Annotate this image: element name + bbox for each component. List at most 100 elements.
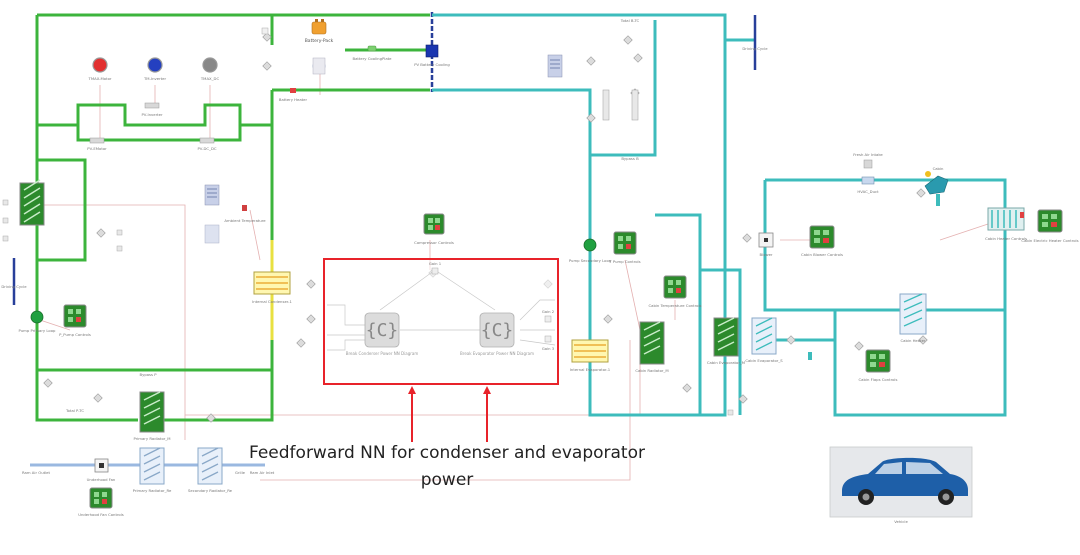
evaporator-nn-label: Break Evaporator Power NN Diagram: [460, 351, 534, 356]
driving-cycle-bars: [12, 15, 757, 305]
pump-secondary-loop-label: Pump Secondary Loop: [569, 258, 612, 263]
cabin-flaps-controls[interactable]: Cabin Flaps Controls: [859, 349, 898, 382]
battery-pack-label: Battery-Pack: [305, 38, 334, 44]
pv-dcdc[interactable]: PV-DC_DC: [197, 137, 217, 151]
tm-inverter[interactable]: TM-Inverter: [143, 57, 166, 81]
total-b-tc: Total B-TC: [620, 18, 640, 23]
underhood-fan-controls[interactable]: Underhood Fan Controls: [78, 487, 124, 517]
cabin-blower-controls[interactable]: Cabin Blower Controls: [801, 225, 843, 257]
underhood-fan-label: Underhood Fan: [87, 477, 116, 482]
cabin-blower-controls-label: Cabin Blower Controls: [801, 252, 843, 257]
blower-label: Blower: [760, 252, 773, 257]
battery-heater-label: Battery Heater: [279, 97, 308, 102]
condenser-nn-symbol: {C}: [366, 320, 399, 341]
primary-radiator-re[interactable]: Primary Radiator_Re: [133, 447, 172, 493]
primary-radiator-m[interactable]: Primary Radiator_M: [133, 391, 171, 441]
nn-port-3: Gain 3: [542, 346, 555, 351]
annotation-arrows: [408, 386, 491, 442]
pv-battery-cooling[interactable]: PV Battery Cooling: [414, 44, 450, 67]
small-squares: [2, 199, 812, 416]
compressor-controls-label: Compressor Controls: [414, 240, 454, 245]
pump-primary-loop[interactable]: Pump Primary Loop: [19, 310, 57, 333]
grille-label: Grille: [235, 470, 246, 475]
battery-cooling-plate[interactable]: Battery CoolingPlate: [353, 45, 393, 61]
bypass-p-label: Bypass P: [139, 372, 157, 377]
nn-highlight-box: [323, 258, 559, 385]
underhood-fan[interactable]: Underhood Fan: [87, 458, 116, 482]
pump-primary-loop-label: Pump Primary Loop: [19, 328, 57, 333]
internal-evaporator[interactable]: Internal Evaporator-1: [570, 339, 611, 372]
flap-bars: [602, 89, 639, 121]
pv-motor-label: PV-EMotor: [87, 146, 107, 151]
battery-cooling-plate-label: Battery CoolingPlate: [353, 56, 393, 61]
nn-port-1: Gain 1: [429, 261, 442, 266]
blower[interactable]: Blower: [758, 232, 774, 257]
evaporator-nn-symbol: {C}: [481, 320, 514, 341]
pump-secondary-loop[interactable]: Pump Secondary Loop: [569, 238, 612, 263]
tm-inverter-label: TM-Inverter: [143, 76, 166, 81]
compressor-controls[interactable]: Compressor Controls: [414, 213, 454, 245]
car-icon: [842, 457, 968, 505]
cabin-heater-right-label: Cabin Heater: [901, 338, 926, 343]
secondary-radiator-re-label: Secondary Radiator_Re: [188, 488, 233, 493]
cabin-label: Cabin: [933, 166, 944, 171]
driving-cycle-label-2: Driving Cycle: [1, 284, 27, 289]
cabin-temperature-controls[interactable]: Cabin Temperature Controls: [648, 275, 702, 308]
tm-dcdc[interactable]: TMAX_DC: [200, 57, 220, 81]
ram-air-inlet-label: Ram Air Inlet: [250, 470, 275, 475]
vehicle-label: Vehicle: [894, 519, 908, 524]
internal-condenser-label: Internal Condenser-1: [252, 299, 292, 304]
tm-dcdc-label: TMAX_DC: [200, 76, 220, 81]
cabin-radiator-m[interactable]: Cabin Radiator_M: [635, 321, 669, 373]
cabin-evaporator-m-label: Cabin Evaporator_M: [707, 360, 745, 365]
cabin-electric-heater-controls[interactable]: Cabin Electric Heater Controls: [1021, 209, 1079, 243]
cabin-heater-controls-exchanger[interactable]: Cabin Heater Controls: [985, 207, 1027, 241]
driving-cycle-label-1: Driving Cycle: [742, 46, 768, 51]
nn-gain-ports: Gain 1 Gain 2 Gain 3: [429, 261, 555, 351]
pv-dcdc-label: PV-DC_DC: [197, 146, 216, 151]
vehicle[interactable]: Vehicle: [829, 446, 973, 524]
cabin[interactable]: Cabin: [924, 166, 949, 206]
stack-icon-top: [547, 54, 563, 78]
cabin-evaporator-s-label: Cabin Evaporator_S: [745, 358, 783, 363]
cabin-evaporator-m[interactable]: Cabin Evaporator_M: [707, 317, 745, 365]
primary-coolant-loop: [35, 13, 430, 422]
tm-motor-label: TMAX-Motor: [88, 76, 112, 81]
pv-motor[interactable]: PV-EMotor: [87, 137, 107, 151]
pv-inverter[interactable]: PV-Inverter: [141, 102, 163, 117]
t-pump-controls[interactable]: T Pump Controls: [608, 231, 641, 264]
secondary-radiator-re[interactable]: Secondary Radiator_Re: [188, 447, 233, 493]
p-pump-controls-label: P_Pump Controls: [59, 332, 91, 337]
pv-battery-cooling-label: PV Battery Cooling: [414, 62, 450, 67]
pv-inverter-label: PV-Inverter: [141, 112, 163, 117]
p-pump-controls[interactable]: P_Pump Controls: [59, 304, 91, 337]
hvac-duct[interactable]: HVAC_Duct: [857, 176, 879, 194]
nn-port-2: Gain 2: [542, 309, 555, 314]
secondary-coolant-loop: [432, 13, 1007, 417]
ambient-temperature[interactable]: Ambient Temperature: [224, 205, 266, 223]
condenser-nn-label: Break Conderser Power NN Diagram: [346, 351, 419, 356]
condenser-nn-block[interactable]: {C} Break Conderser Power NN Diagram: [346, 312, 419, 356]
primary-radiator-m-label: Primary Radiator_M: [133, 436, 170, 441]
cabin-flaps-controls-label: Cabin Flaps Controls: [859, 377, 898, 382]
annotation-line-2: power: [421, 470, 474, 490]
ambient-temperature-label: Ambient Temperature: [224, 218, 266, 223]
ram-air-outlet-label: Ram Air Outlet: [22, 470, 50, 475]
fresh-air-intake[interactable]: Fresh Air Intake: [853, 152, 883, 169]
cabin-heater-controls-label: Cabin Heater Controls: [985, 236, 1027, 241]
cabin-temperature-controls-label: Cabin Temperature Controls: [648, 303, 701, 308]
internal-condenser[interactable]: Internal Condenser-1: [252, 271, 292, 304]
cabin-heater-left[interactable]: [19, 179, 45, 226]
battery-pack[interactable]: Battery-Pack: [305, 19, 334, 44]
tank-icon-top-left: [261, 27, 326, 75]
fresh-air-intake-label: Fresh Air Intake: [853, 152, 883, 157]
stack-icon-left: [204, 184, 220, 244]
cabin-evaporator-s[interactable]: Cabin Evaporator_S: [745, 317, 783, 363]
cabin-radiator-m-label: Cabin Radiator_M: [635, 368, 668, 373]
tm-motor[interactable]: TMAX-Motor: [88, 57, 112, 81]
battery-heater[interactable]: Battery Heater: [279, 88, 308, 102]
evaporator-nn-block[interactable]: {C} Break Evaporator Power NN Diagram: [460, 312, 534, 356]
primary-radiator-re-label: Primary Radiator_Re: [133, 488, 172, 493]
internal-evaporator-label: Internal Evaporator-1: [570, 367, 611, 372]
cabin-heater-right[interactable]: Cabin Heater: [899, 293, 927, 343]
